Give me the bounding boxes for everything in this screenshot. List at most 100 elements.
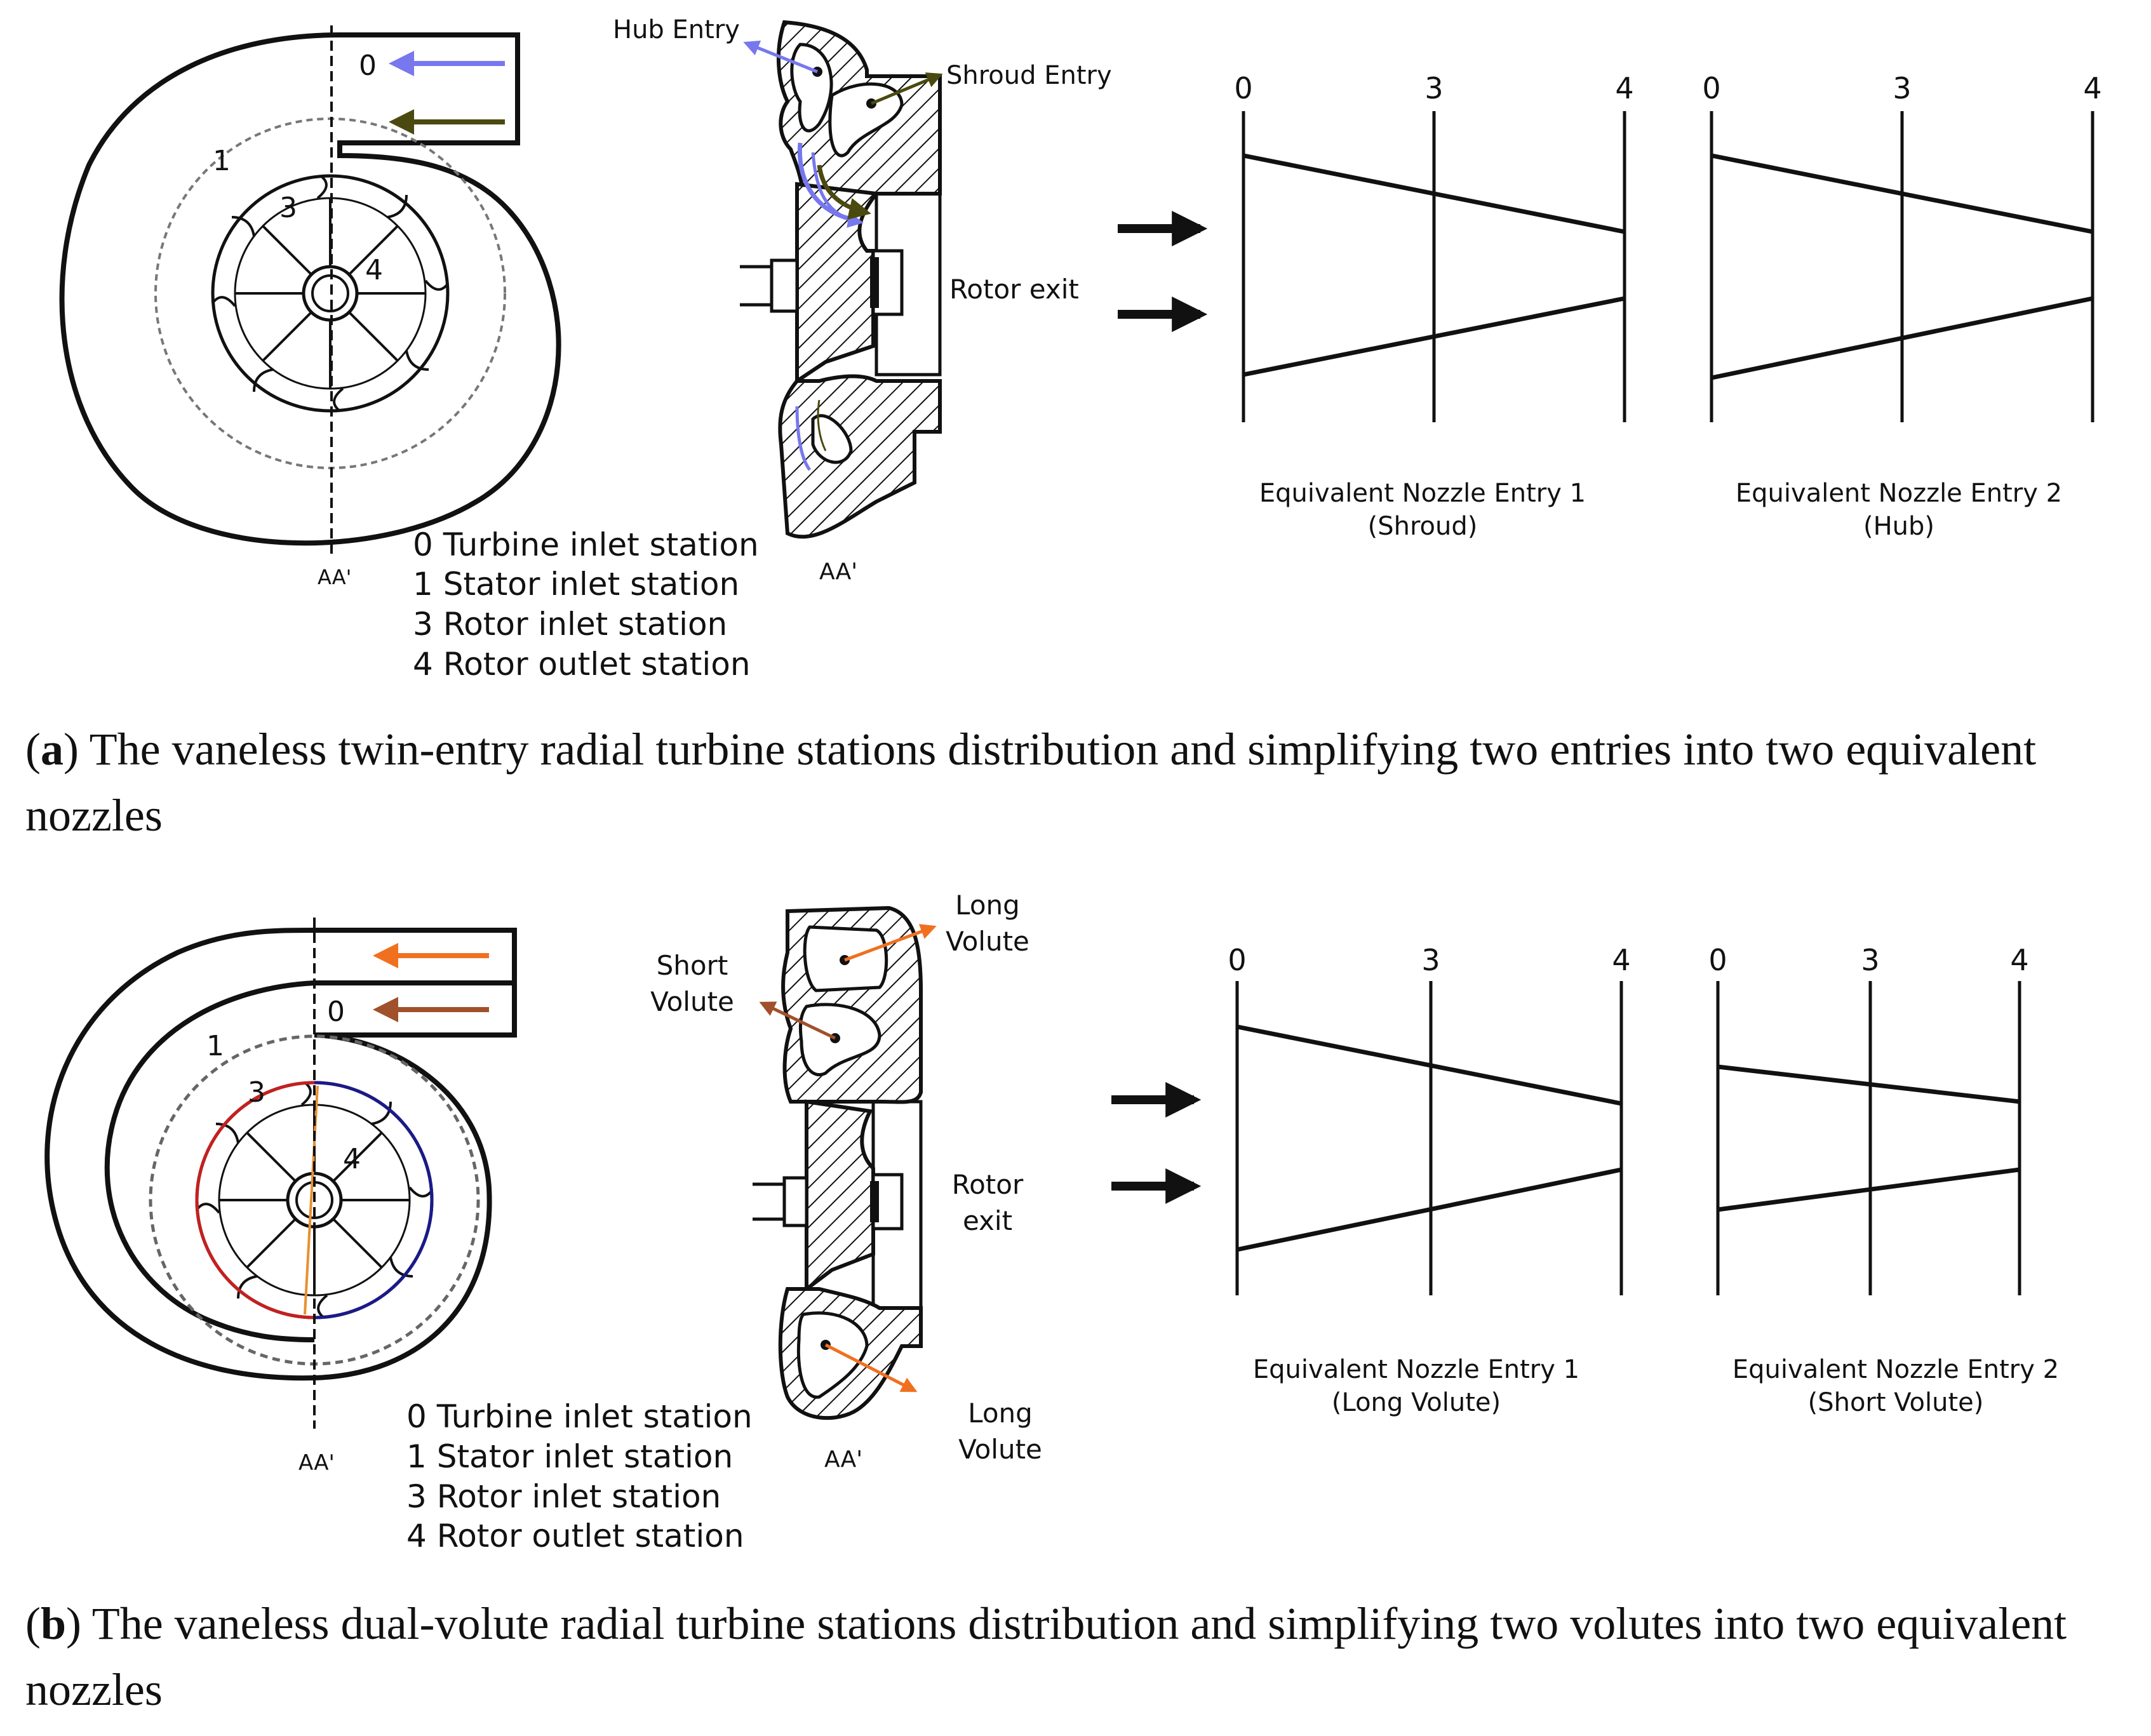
shaft-stub — [753, 1176, 808, 1227]
short-volute-arrow — [759, 1001, 836, 1040]
panel-a: 0 1 3 4 AA' 0 Turbine inlet station 1 St… — [59, 15, 2102, 683]
nozzle-title: Equivalent Nozzle Entry 2 — [1736, 479, 2062, 508]
station-3-label: 3 — [279, 192, 297, 224]
long-volute-arrow-bottom — [824, 1343, 918, 1392]
legend-item: 3 Rotor inlet station — [406, 1478, 721, 1515]
shroud-entry-arrow — [871, 72, 943, 105]
section-label-aa: AA' — [318, 565, 351, 589]
legend-item: 4 Rotor outlet station — [413, 646, 751, 683]
short-volute-label-2: Volute — [650, 986, 734, 1017]
equivalent-nozzle-2: 0 3 4 Equivalent Nozzle Entry 2 (Hub) — [1702, 71, 2101, 541]
dual-volute-meridional-section: Long Volute Short Volute Rotor exit Long… — [650, 890, 1042, 1472]
twin-entry-volute-front-view: 0 1 3 4 AA' — [59, 25, 561, 589]
long-volute-passage-bottom — [796, 1311, 869, 1399]
nozzle-lower-wall — [1717, 1167, 2020, 1212]
nozzle-tick-0: 0 — [1708, 943, 1727, 977]
nozzle-subtitle: (Shroud) — [1368, 512, 1478, 541]
rotor-inlet-ring-red — [195, 1081, 315, 1319]
blue-flow-lower — [795, 406, 812, 471]
legend-item: 1 Stator inlet station — [406, 1438, 733, 1475]
nozzle-lower-wall — [1236, 1167, 1622, 1252]
nozzle-tick-4: 4 — [1612, 943, 1630, 977]
caption-b-text: The vaneless dual-volute radial turbine … — [25, 1598, 2067, 1715]
short-volute-passage — [798, 1003, 881, 1076]
station-0-label: 0 — [359, 50, 377, 82]
nozzle-tick-0: 0 — [1234, 71, 1252, 105]
equivalent-nozzle-2: 0 3 4 Equivalent Nozzle Entry 2 (Short V… — [1708, 943, 2059, 1417]
legend-item: 0 Turbine inlet station — [406, 1398, 753, 1435]
nozzle-tick-4: 4 — [1615, 71, 1633, 105]
rotor-exit-label-2: exit — [963, 1205, 1012, 1236]
shroud-entry-label: Shroud Entry — [946, 61, 1112, 90]
caption-b-letter: b — [40, 1598, 67, 1649]
nozzle-subtitle: (Long Volute) — [1332, 1388, 1501, 1417]
rotor-exit-label: Rotor — [952, 1169, 1024, 1200]
nozzle-tick-3: 3 — [1424, 71, 1443, 105]
caption-b: (b) The vaneless dual-volute radial turb… — [25, 1598, 2067, 1715]
nozzle-tick-4: 4 — [2083, 71, 2101, 105]
nozzle-lower-wall — [1711, 296, 2093, 380]
nozzle-title: Equivalent Nozzle Entry 1 — [1259, 479, 1586, 508]
twin-entry-meridional-section: Hub Entry Shroud Entry Rotor exit AA' — [613, 15, 1112, 585]
panel-b: 0 1 3 4 AA' 0 Turbine inlet station 1 St… — [44, 890, 2059, 1554]
dual-volute-front-view: 0 1 3 4 AA' — [44, 918, 517, 1476]
station-legend: 0 Turbine inlet station 1 Stator inlet s… — [406, 1398, 753, 1554]
long-volute-label-top-2: Volute — [946, 926, 1029, 957]
caption-a-letter: a — [40, 724, 64, 775]
station-3-label: 3 — [248, 1076, 265, 1109]
nozzle-upper-wall — [1717, 1064, 2020, 1104]
station-1-label: 1 — [213, 145, 231, 177]
olive-flow-lower — [817, 399, 827, 451]
nozzle-upper-wall — [1711, 153, 2093, 234]
volute-casing-outline — [59, 32, 561, 546]
long-volute-label-bottom-2: Volute — [958, 1434, 1042, 1465]
short-volute-label: Short — [657, 950, 728, 981]
nozzle-tick-4: 4 — [2010, 943, 2028, 977]
nozzle-subtitle: (Short Volute) — [1808, 1388, 1984, 1417]
caption-a: (a) The vaneless twin-entry radial turbi… — [25, 724, 2037, 841]
section-label-aa: AA' — [298, 1450, 335, 1476]
nozzle-tick-3: 3 — [1861, 943, 1879, 977]
rotor-back-plate — [870, 1181, 879, 1222]
nozzle-lower-wall — [1243, 296, 1625, 377]
shaft-stub — [740, 258, 799, 313]
station-0-label: 0 — [327, 996, 345, 1028]
lower-passage — [811, 414, 853, 464]
equivalent-nozzle-1: 0 3 4 Equivalent Nozzle Entry 1 (Shroud) — [1234, 71, 1633, 541]
legend-item: 1 Stator inlet station — [413, 566, 739, 603]
nozzle-tick-3: 3 — [1421, 943, 1440, 977]
hub-entry-label: Hub Entry — [613, 15, 740, 44]
nozzle-title: Equivalent Nozzle Entry 2 — [1732, 1355, 2059, 1384]
rotor-exit-label: Rotor exit — [949, 274, 1079, 305]
nozzle-upper-wall — [1243, 153, 1625, 234]
legend-item: 4 Rotor outlet station — [406, 1518, 744, 1554]
inner-volute-wall — [104, 980, 315, 1342]
nozzle-tick-0: 0 — [1702, 71, 1720, 105]
nozzle-title: Equivalent Nozzle Entry 1 — [1253, 1355, 1579, 1384]
nozzle-tick-0: 0 — [1228, 943, 1246, 977]
caption-a-text: The vaneless twin-entry radial turbine s… — [25, 724, 2037, 841]
long-volute-label-top: Long — [955, 890, 1020, 921]
long-volute-label-bottom: Long — [968, 1398, 1033, 1429]
station-1-label: 1 — [206, 1030, 224, 1062]
hub-entry-arrow — [743, 40, 818, 74]
shroud-entry-passage — [828, 82, 904, 157]
legend-item: 3 Rotor inlet station — [413, 606, 727, 643]
equivalent-nozzle-1: 0 3 4 Equivalent Nozzle Entry 1 (Long Vo… — [1228, 943, 1630, 1417]
station-4-label: 4 — [365, 254, 383, 286]
section-label-aa-2: AA' — [819, 559, 857, 585]
station-4-label: 4 — [343, 1143, 361, 1175]
rotor-back-plate — [870, 257, 879, 308]
rotor-hatched — [795, 182, 880, 385]
station-legend: 0 Turbine inlet station 1 Stator inlet s… — [413, 526, 759, 683]
olive-flow-path — [817, 164, 871, 220]
nozzle-subtitle: (Hub) — [1863, 512, 1934, 541]
section-label-aa-2: AA' — [824, 1446, 862, 1472]
rotor-inlet-ring-navy — [314, 1081, 434, 1319]
nozzle-upper-wall — [1236, 1024, 1622, 1106]
rotor-hatched — [805, 1099, 875, 1293]
long-volute-arrow-top — [844, 924, 937, 962]
legend-item: 0 Turbine inlet station — [413, 526, 759, 563]
volute-casing-outline — [44, 928, 517, 1381]
